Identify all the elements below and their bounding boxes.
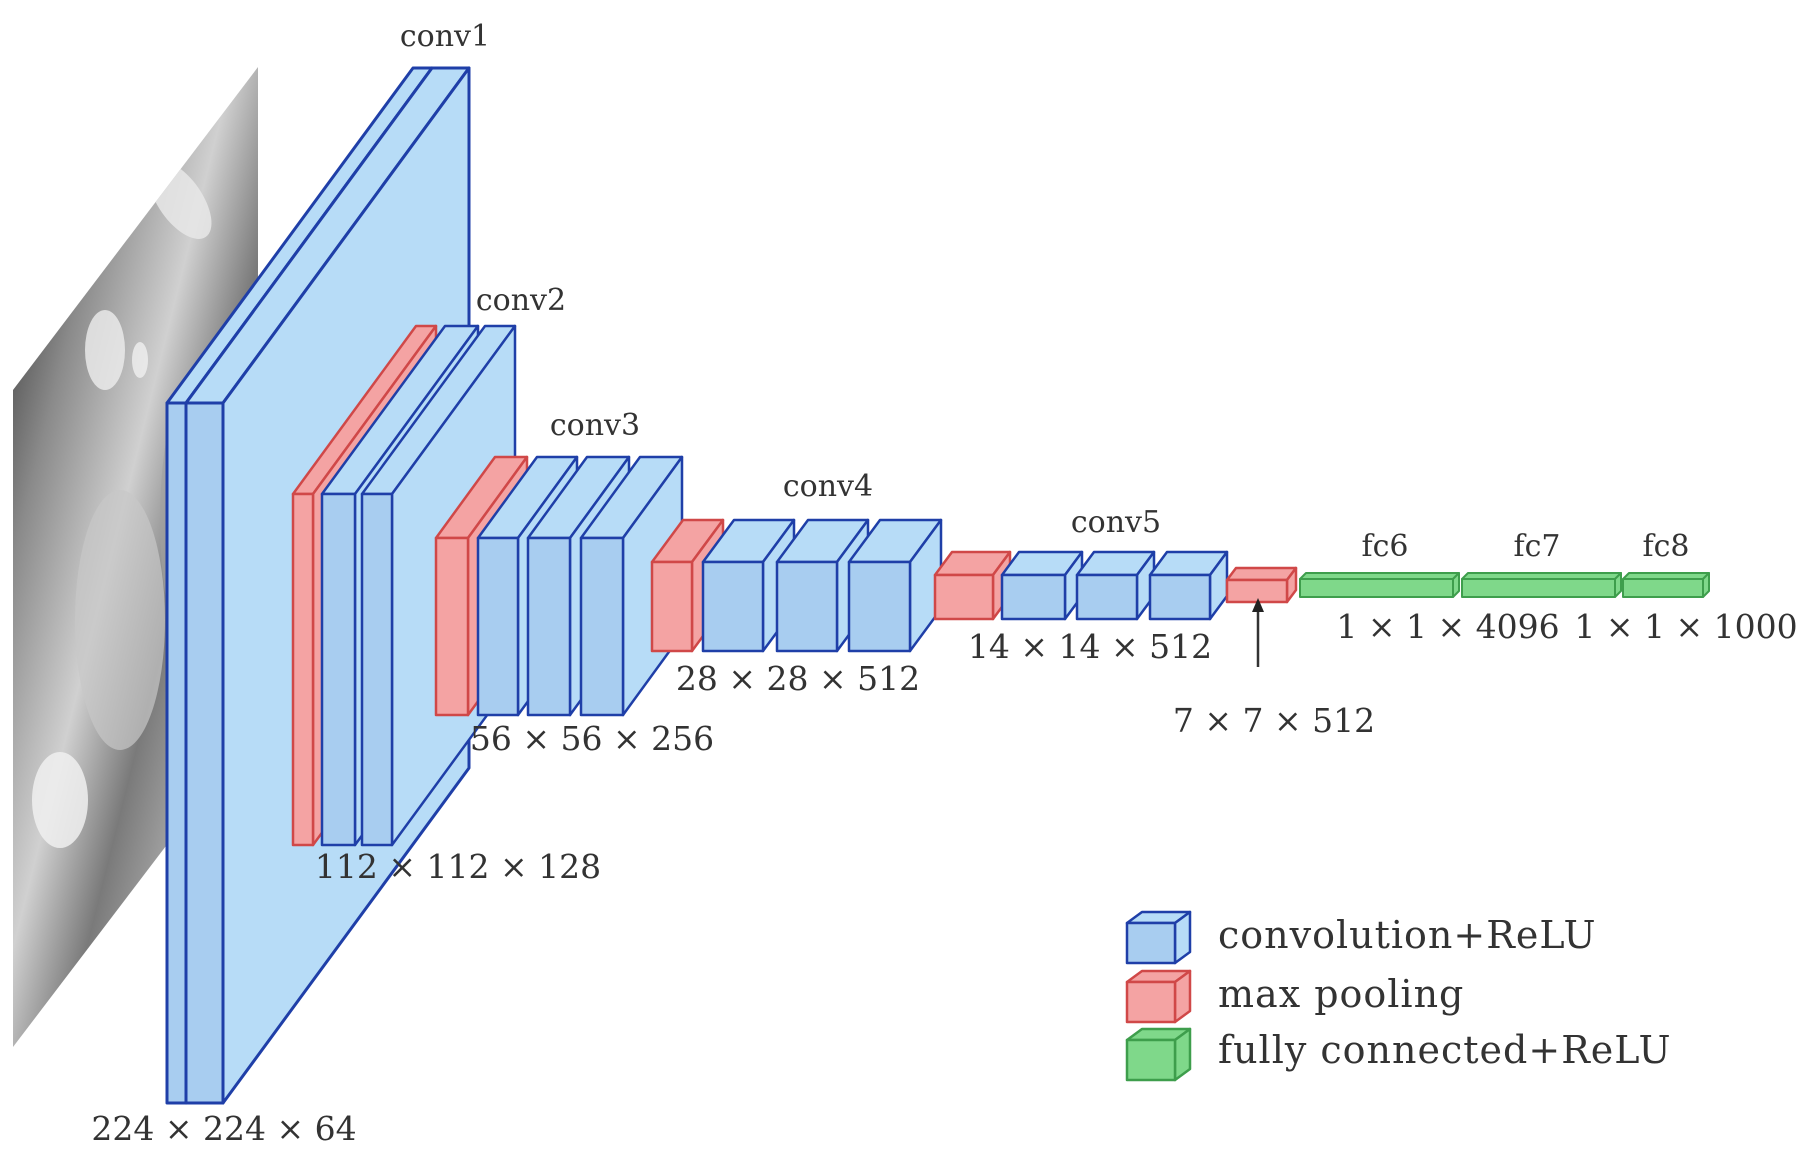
pool5-pool-layer-1-top [1225, 566, 1298, 582]
conv5-label: conv5 [1071, 505, 1161, 540]
conv1-conv-layer-1-front [165, 401, 188, 1105]
fc8-label: fc8 [1643, 529, 1690, 564]
fc67-dims: 1 × 1 × 4096 [1336, 607, 1559, 646]
legend-swatch-pool [1125, 969, 1192, 1024]
fc8-layer-front [1622, 578, 1704, 598]
legend-label-conv: convolution+ReLU [1218, 913, 1597, 957]
fc6-label: fc6 [1362, 529, 1409, 564]
conv2-label: conv2 [476, 283, 566, 318]
layers [165, 66, 1710, 1105]
conv4-pool-layer-1-front [650, 560, 694, 653]
fc8-layer [1622, 572, 1710, 598]
legend-swatch-conv [1125, 910, 1192, 965]
conv1-dims: 224 × 224 × 64 [91, 1109, 356, 1148]
conv5-pool-layer-1-front [933, 573, 995, 621]
conv2-dims: 112 × 112 × 128 [315, 847, 601, 886]
labels: conv1 conv2 conv3 conv4 conv5 224 × 224 … [91, 19, 1797, 1148]
fc7-layer-front [1461, 578, 1616, 598]
pool5-arrow [1252, 598, 1264, 667]
legend-swatch-fc-front [1125, 1038, 1177, 1082]
conv3-conv-layer-3-front [526, 536, 572, 717]
fc7-layer [1461, 572, 1622, 598]
conv5-conv-layer-3-front [1075, 573, 1139, 621]
conv3-pool-layer-1-front [434, 536, 470, 717]
conv3-conv-layer-2-front [476, 536, 520, 717]
conv3-label: conv3 [550, 408, 640, 443]
legend-swatch-pool-front [1125, 980, 1177, 1024]
conv5-conv-layer-2 [1000, 550, 1084, 621]
conv4-dims: 28 × 28 × 512 [676, 659, 920, 698]
conv4-label: conv4 [783, 469, 873, 504]
conv2-conv-layer-2-front [320, 492, 357, 847]
conv1-label: conv1 [400, 19, 490, 54]
conv4-conv-layer-3-front [775, 560, 839, 653]
conv5-conv-layer-4-front [1148, 573, 1212, 621]
fc7-label: fc7 [1514, 529, 1561, 564]
fc8-dims: 1 × 1 × 1000 [1574, 607, 1797, 646]
legend-swatch-conv-front [1125, 921, 1177, 965]
conv3-dims: 56 × 56 × 256 [470, 719, 714, 758]
conv4-conv-layer-4-front [847, 560, 912, 653]
conv5-pool-layer-1 [933, 550, 1012, 621]
conv2-conv-layer-3-front [360, 492, 394, 847]
pool5-pool-layer-1-front [1225, 578, 1289, 604]
legend-label-pool: max pooling [1218, 972, 1464, 1016]
legend: convolution+ReLU max pooling fully conne… [1125, 910, 1671, 1082]
pool5-dims: 7 × 7 × 512 [1173, 701, 1375, 740]
conv2-pool-layer-1-front [291, 492, 315, 847]
conv5-conv-layer-2-front [1000, 573, 1067, 621]
conv4-conv-layer-2-front [701, 560, 765, 653]
pool5-pool-layer-1 [1225, 566, 1298, 604]
conv5-dims: 14 × 14 × 512 [968, 627, 1212, 666]
conv3-conv-layer-4-front [579, 536, 625, 717]
legend-label-fc: fully connected+ReLU [1218, 1028, 1671, 1072]
conv5-conv-layer-3 [1075, 550, 1156, 621]
legend-swatch-fc [1125, 1027, 1192, 1082]
fc6-layer-front [1299, 578, 1454, 598]
fc6-layer [1299, 572, 1460, 598]
conv5-conv-layer-4 [1148, 550, 1229, 621]
conv1-conv-layer-2-front [184, 401, 225, 1105]
